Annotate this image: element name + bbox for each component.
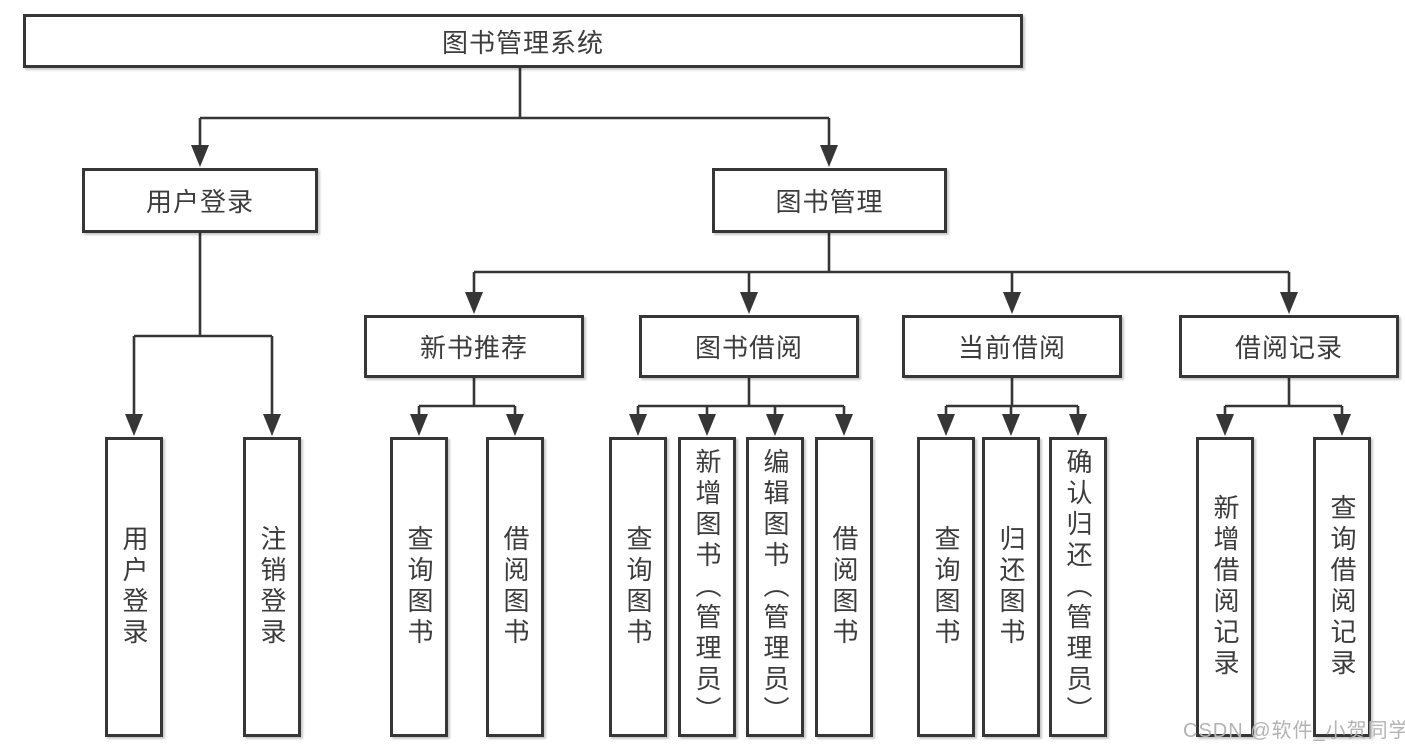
node-current-borrowing: 当前借阅	[902, 315, 1122, 378]
node-label: 用户登录	[119, 525, 149, 649]
node-label: 查询图书	[623, 525, 653, 649]
node-user-login: 用户登录	[82, 168, 318, 233]
node-book-management: 图书管理	[712, 168, 947, 233]
leaf-borrow-book-recommend: 借阅图书	[486, 437, 544, 737]
leaf-query-book-borrowing: 查询图书	[609, 437, 667, 737]
node-label: 编辑图书（管理员）	[760, 447, 790, 727]
node-library-management-system: 图书管理系统	[23, 14, 1023, 68]
arrow-down-icon	[1280, 292, 1298, 314]
node-borrowing-records: 借阅记录	[1179, 315, 1399, 378]
arrow-down-icon	[125, 414, 143, 436]
arrow-down-icon	[263, 414, 281, 436]
leaf-query-borrow-record: 查询借阅记录	[1313, 437, 1371, 737]
node-label: 查询借阅记录	[1327, 494, 1357, 680]
connector-lines	[132, 68, 1344, 420]
arrow-down-icon	[629, 414, 647, 436]
node-label: 图书管理系统	[441, 27, 604, 58]
arrow-down-icon	[191, 145, 209, 167]
arrow-down-icon	[1069, 414, 1087, 436]
node-label: 图书借阅	[694, 333, 803, 363]
node-label: 新书推荐	[419, 333, 528, 363]
arrow-down-icon	[1003, 292, 1021, 314]
arrow-down-icon	[937, 414, 955, 436]
leaf-query-book-current: 查询图书	[917, 437, 975, 737]
arrow-down-icon	[465, 292, 483, 314]
node-label: 借阅记录	[1234, 333, 1343, 363]
csdn-watermark: CSDN @软件_小贺同学	[1183, 720, 1405, 742]
arrow-down-icon	[766, 414, 784, 436]
arrow-down-icon	[1216, 414, 1234, 436]
arrow-down-icon	[1002, 414, 1020, 436]
arrow-down-icon	[820, 145, 838, 167]
node-label: 注销登录	[257, 525, 287, 649]
node-label: 新增借阅记录	[1210, 494, 1240, 680]
node-label: 图书管理	[775, 187, 884, 217]
node-label: 查询图书	[404, 525, 434, 649]
node-label: 用户登录	[145, 187, 254, 217]
arrow-down-icon	[698, 414, 716, 436]
leaf-user-login: 用户登录	[105, 437, 163, 737]
node-label: 新增图书（管理员）	[692, 447, 722, 727]
arrow-down-icon	[410, 414, 428, 436]
node-label: 借阅图书	[829, 525, 859, 649]
node-label: 借阅图书	[500, 525, 530, 649]
arrow-down-icon	[506, 414, 524, 436]
leaf-edit-book-admin: 编辑图书（管理员）	[746, 437, 804, 737]
node-book-borrowing: 图书借阅	[639, 315, 859, 378]
leaf-confirm-return-admin: 确认归还（管理员）	[1049, 437, 1107, 737]
node-label: 查询图书	[931, 525, 961, 649]
node-label: 确认归还（管理员）	[1063, 447, 1093, 727]
leaf-logout-login: 注销登录	[243, 437, 301, 737]
node-label: 归还图书	[996, 525, 1026, 649]
connector-arrowheads	[125, 145, 1351, 436]
leaf-return-book: 归还图书	[982, 437, 1040, 737]
leaf-query-book-recommend: 查询图书	[390, 437, 448, 737]
leaf-borrow-book: 借阅图书	[815, 437, 873, 737]
arrow-down-icon	[1333, 414, 1351, 436]
leaf-add-book-admin: 新增图书（管理员）	[678, 437, 736, 737]
arrow-down-icon	[740, 292, 758, 314]
node-label: 当前借阅	[957, 333, 1066, 363]
arrow-down-icon	[835, 414, 853, 436]
node-new-book-recommendation: 新书推荐	[364, 315, 584, 378]
leaf-add-borrow-record: 新增借阅记录	[1196, 437, 1254, 737]
